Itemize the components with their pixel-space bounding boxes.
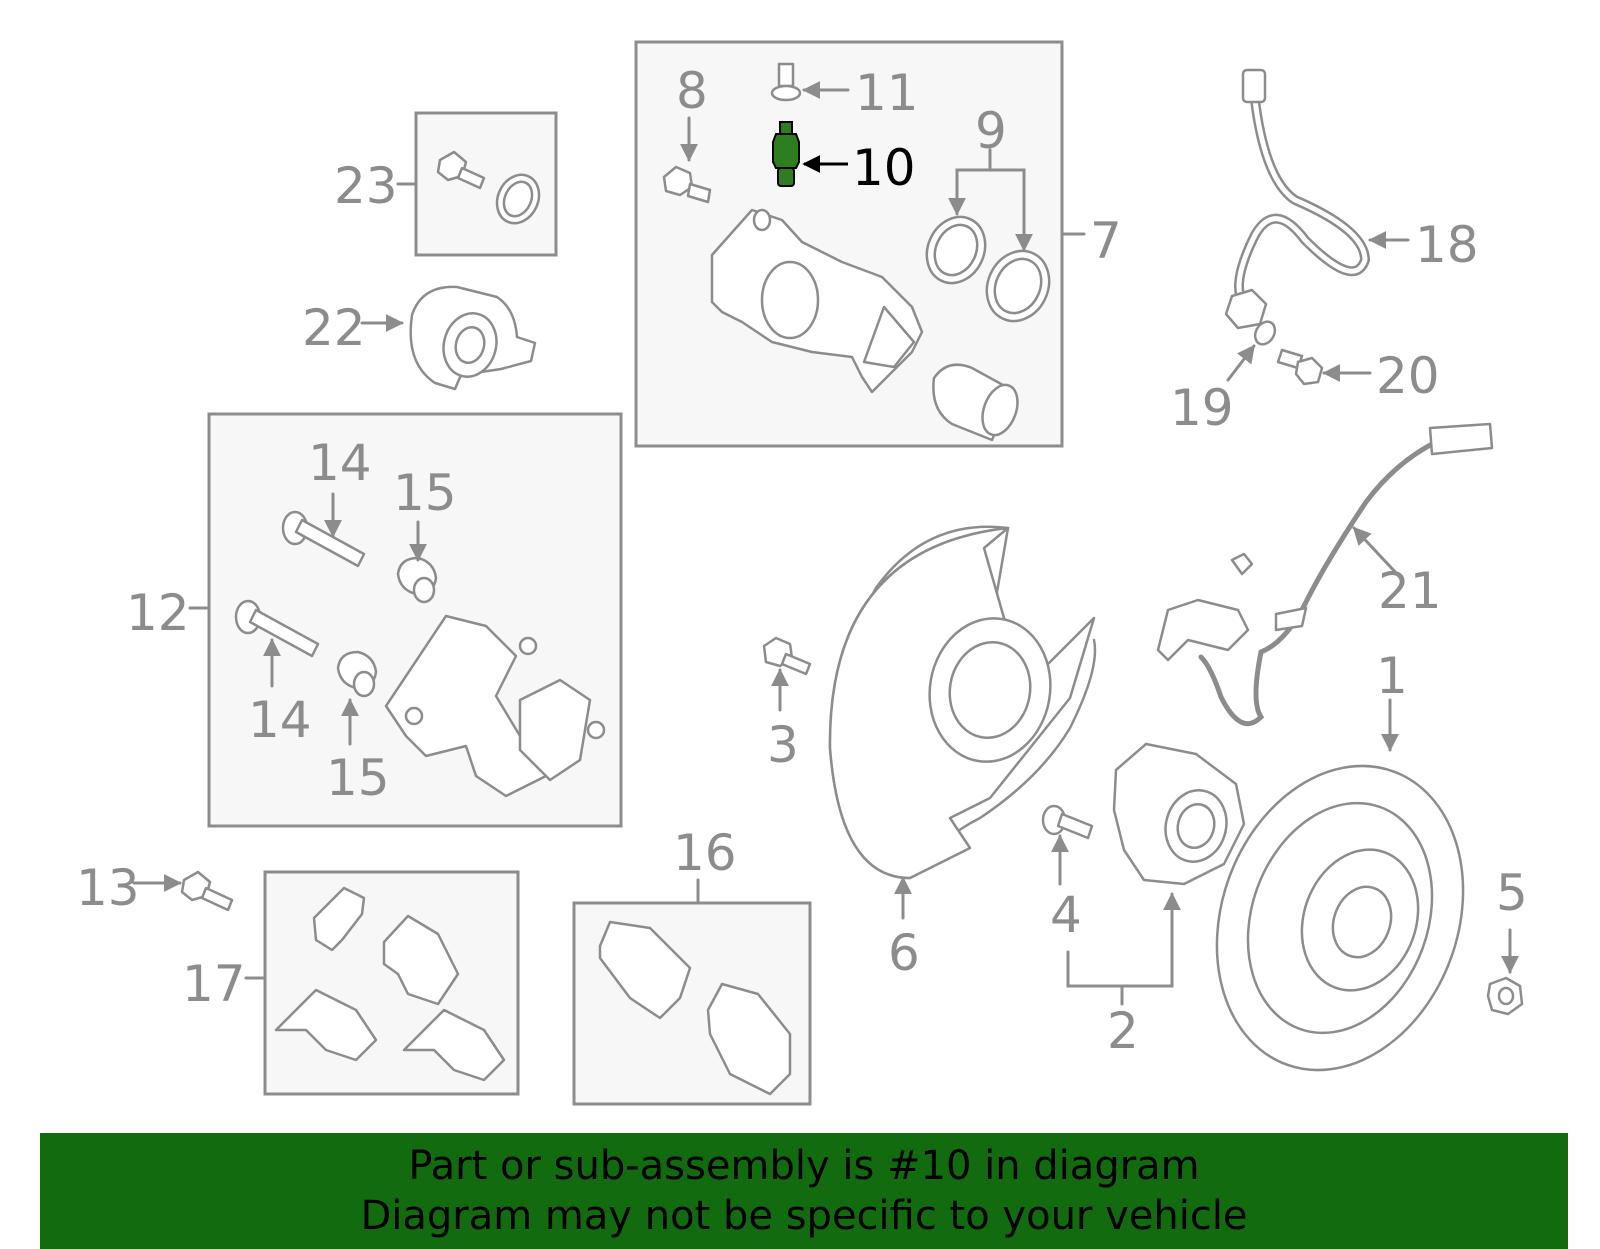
part-20: 20: [1276, 347, 1440, 405]
callout-2: 2: [1107, 1002, 1139, 1060]
box-16: 16: [572, 824, 812, 1106]
part-1: 1: [1215, 647, 1465, 1072]
box-17: 17: [182, 870, 520, 1096]
part-13: 13: [76, 859, 234, 917]
caption-banner: Part or sub-assembly is #10 in diagram D…: [40, 1133, 1568, 1249]
part-21: 21: [1156, 422, 1494, 727]
callout-20: 20: [1376, 347, 1440, 405]
callout-17: 17: [182, 955, 246, 1013]
piston-icon: [932, 363, 1019, 442]
callout-3: 3: [767, 716, 799, 774]
callout-19: 19: [1170, 379, 1234, 437]
bolt-8-icon: [662, 165, 712, 204]
callout-9: 9: [975, 102, 1007, 160]
wheel-hub-2-icon: [1112, 742, 1246, 886]
box-7: 7 8 11 10: [634, 40, 1122, 448]
callout-18: 18: [1415, 216, 1479, 274]
guide-pin-14a-icon: [281, 510, 366, 568]
caliper-bracket-icon: [384, 614, 606, 798]
bolt-3-icon: [762, 636, 812, 676]
callout-15a: 15: [393, 464, 457, 522]
callout-10: 10: [852, 139, 916, 197]
callout-14a: 14: [308, 434, 372, 492]
box-23: 23: [334, 111, 558, 257]
callout-1: 1: [1376, 647, 1408, 705]
brake-pads-16-icon: [598, 920, 792, 1096]
guide-pin-14b-icon: [234, 599, 320, 658]
caliper-housing-icon: [710, 208, 924, 394]
washer-19-icon: [1253, 320, 1277, 346]
callout-13: 13: [76, 859, 140, 917]
hub-bolt-4-icon: [1041, 804, 1094, 840]
callout-7: 7: [1090, 212, 1122, 270]
callout-8: 8: [676, 62, 708, 120]
part-3: 3: [762, 636, 812, 774]
part-2: 2: [1066, 742, 1246, 1060]
brake-rotor-1-icon: [1215, 764, 1465, 1072]
callout-4: 4: [1050, 886, 1082, 944]
boot-15a-icon: [396, 556, 438, 604]
pad-clips-17-icon: [274, 886, 506, 1082]
caption-line-1: Part or sub-assembly is #10 in diagram: [408, 1143, 1200, 1189]
callout-15b: 15: [326, 749, 390, 807]
abs-sensor-21-icon: [1198, 439, 1439, 727]
callout-5: 5: [1496, 864, 1528, 922]
caption-line-2: Diagram may not be specific to your vehi…: [360, 1193, 1248, 1239]
callout-21: 21: [1378, 562, 1442, 620]
part-18: 18: [1224, 68, 1479, 330]
callout-22: 22: [302, 299, 366, 357]
part-19: 19: [1170, 320, 1277, 437]
banjo-bolt-20-icon: [1276, 348, 1324, 386]
callout-11: 11: [855, 64, 919, 122]
callout-14b: 14: [248, 691, 312, 749]
bolt-13-icon: [180, 870, 234, 912]
boot-15b-icon: [336, 650, 378, 698]
callout-16: 16: [673, 824, 737, 882]
bleeder-cap-11-icon: [770, 62, 802, 102]
part-4: 4: [1041, 804, 1094, 944]
bolt-23-icon: [436, 150, 486, 190]
part-5: 5: [1486, 864, 1528, 1016]
callout-23: 23: [334, 157, 398, 215]
piston-seals-9-icon: [925, 215, 1051, 323]
box-12: 12 14 15 14 15: [126, 412, 623, 828]
bleeder-screw-10-icon: [772, 121, 800, 187]
part-6: 6: [828, 525, 1097, 982]
part-22: 22: [302, 285, 537, 391]
callout-6: 6: [888, 924, 920, 982]
callout-12: 12: [126, 584, 190, 642]
